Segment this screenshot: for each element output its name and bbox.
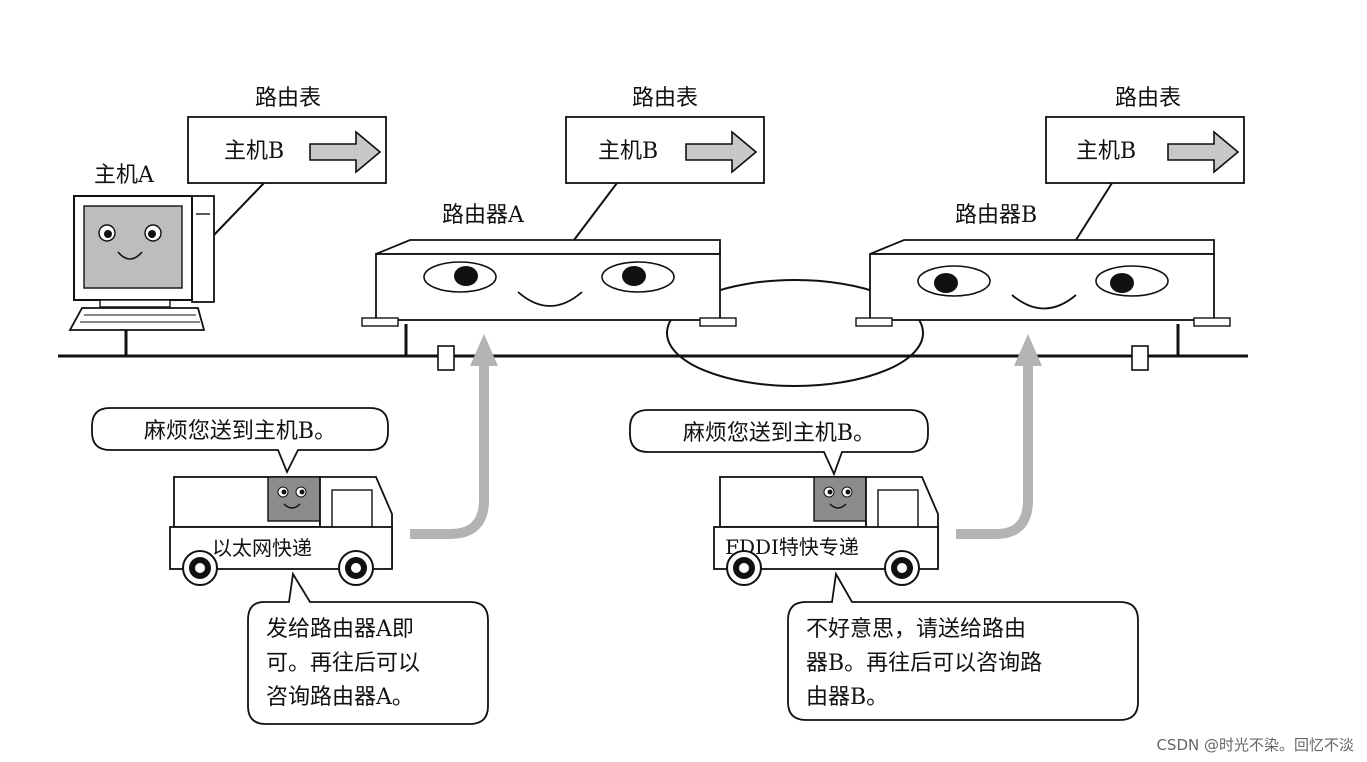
reply-bubble-left: 发给路由器A即 可。再往后可以 咨询路由器A。	[247, 571, 489, 725]
routing-table-router-a: 路由表 主机B	[565, 86, 765, 241]
routing-table-title: 路由表	[255, 86, 321, 111]
router-label: 路由器A	[442, 203, 525, 228]
reply-line: 发给路由器A即	[266, 617, 414, 642]
host-label: 主机A	[94, 163, 155, 188]
face-icon	[423, 261, 675, 307]
reply-line: 由器B。	[806, 685, 888, 710]
reply-bubble-right: 不好意思，请送给路由 器B。再往后可以咨询路 由器B。	[787, 571, 1139, 721]
routing-table-router-b: 路由表 主机B	[1045, 86, 1245, 241]
router-a: 路由器A	[361, 203, 737, 327]
driver-face-icon	[267, 476, 321, 522]
face-icon	[98, 224, 162, 260]
speech-bubble-left: 麻烦您送到主机B。	[91, 407, 389, 475]
keyboard	[68, 307, 206, 331]
routing-table-entry: 主机B	[1076, 139, 1136, 164]
fddi-ring	[666, 279, 924, 387]
routing-table-host: 路由表 主机B	[187, 86, 387, 237]
computer-tower	[191, 195, 215, 303]
face-icon	[917, 265, 1169, 310]
speech-text: 麻烦您送到主机B。	[683, 421, 875, 446]
reply-line: 器B。再往后可以咨询路	[806, 651, 1042, 676]
routing-table-entry: 主机B	[224, 139, 284, 164]
terminator-right	[1131, 345, 1149, 371]
driver-face-icon	[813, 476, 867, 522]
routing-table-entry: 主机B	[598, 139, 658, 164]
truck-label: 以太网快递	[212, 536, 312, 560]
flow-arrow-left	[410, 334, 498, 539]
routing-table-title: 路由表	[1115, 86, 1181, 111]
network-lines	[58, 279, 1248, 387]
truck-ethernet: 以太网快递	[169, 476, 393, 586]
routing-table-title: 路由表	[632, 86, 698, 111]
reply-line: 可。再往后可以	[266, 651, 420, 676]
speech-text: 麻烦您送到主机B。	[144, 419, 336, 444]
up-arrow-icon	[1014, 334, 1042, 366]
truck-fddi: FDDI特快专递	[713, 476, 939, 586]
speech-bubble-right: 麻烦您送到主机B。	[629, 409, 929, 477]
router-b: 路由器B	[855, 203, 1231, 327]
terminator-left	[437, 345, 455, 371]
router-label: 路由器B	[955, 203, 1037, 228]
host-a-computer: 主机A	[68, 163, 215, 331]
reply-line: 咨询路由器A。	[266, 685, 414, 710]
up-arrow-icon	[470, 334, 498, 366]
watermark: CSDN @时光不染。回忆不淡	[1156, 736, 1354, 754]
reply-line: 不好意思，请送给路由	[806, 617, 1026, 642]
flow-arrow-right	[956, 334, 1042, 539]
